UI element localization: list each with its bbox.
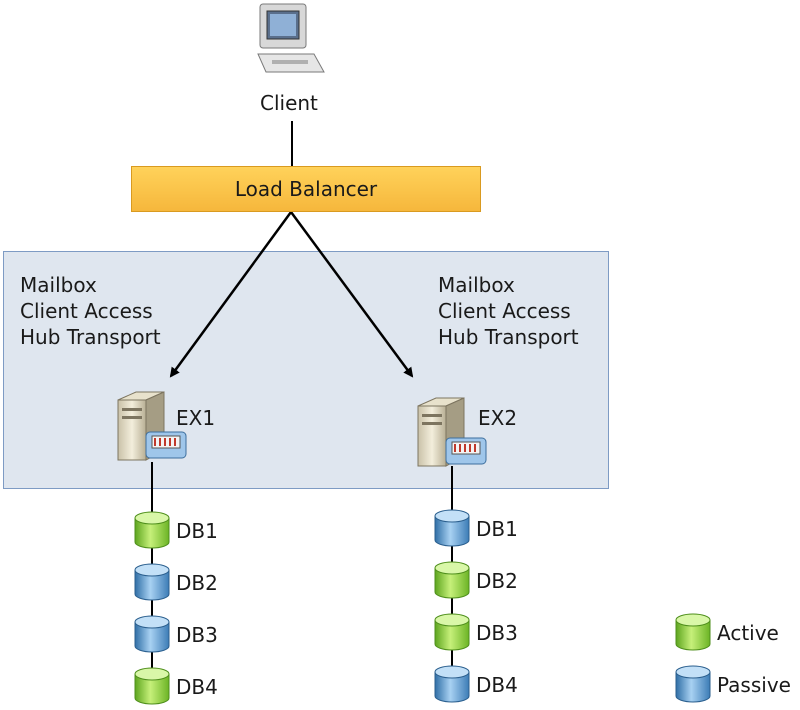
- ex2-db1-database-icon: [434, 509, 470, 547]
- ex1-db2-database-icon: [134, 563, 170, 601]
- legend-passive-database-icon: [675, 665, 711, 703]
- server-ex1-label: EX1: [176, 406, 216, 430]
- server-ex1-icon: [117, 391, 187, 461]
- ex2-db4-label: DB4: [476, 673, 518, 697]
- ex2-db4-database-icon: [434, 665, 470, 703]
- ex2-roles: Mailbox Client Access Hub Transport: [438, 272, 579, 350]
- ex1-db4-database-icon: [134, 667, 170, 705]
- ex2-role-client-access: Client Access: [438, 299, 571, 323]
- ex2-db2-label: DB2: [476, 569, 518, 593]
- ex1-db1-label: DB1: [176, 519, 218, 543]
- lb-to-ex2-arrow: [289, 211, 414, 378]
- client-label: Client: [260, 91, 318, 115]
- ex1-role-mailbox: Mailbox: [20, 273, 97, 297]
- ex1-roles: Mailbox Client Access Hub Transport: [20, 272, 161, 350]
- ex1-db4-label: DB4: [176, 675, 218, 699]
- lb-to-ex1-arrow: [169, 211, 293, 378]
- server-cluster-box: [3, 251, 609, 489]
- ex1-role-hub-transport: Hub Transport: [20, 325, 161, 349]
- ex2-role-mailbox: Mailbox: [438, 273, 515, 297]
- ex1-db2-label: DB2: [176, 571, 218, 595]
- ex1-db1-database-icon: [134, 511, 170, 549]
- ex2-db3-database-icon: [434, 613, 470, 651]
- ex2-db2-database-icon: [434, 561, 470, 599]
- legend-passive-label: Passive: [717, 673, 791, 697]
- legend: [675, 613, 711, 703]
- ex2-db3-label: DB3: [476, 621, 518, 645]
- load-balancer-label: Load Balancer: [234, 177, 378, 201]
- legend-active-label: Active: [717, 621, 779, 645]
- ex2-role-hub-transport: Hub Transport: [438, 325, 579, 349]
- load-balancer: Load Balancer: [131, 166, 481, 212]
- computer-icon: [257, 3, 325, 73]
- ex2-db1-label: DB1: [476, 517, 518, 541]
- legend-active-database-icon: [675, 613, 711, 651]
- ex1-db3-label: DB3: [176, 623, 218, 647]
- server-ex2-icon: [417, 397, 487, 467]
- server-ex2-label: EX2: [478, 406, 518, 430]
- ex1-db3-database-icon: [134, 615, 170, 653]
- ex1-role-client-access: Client Access: [20, 299, 153, 323]
